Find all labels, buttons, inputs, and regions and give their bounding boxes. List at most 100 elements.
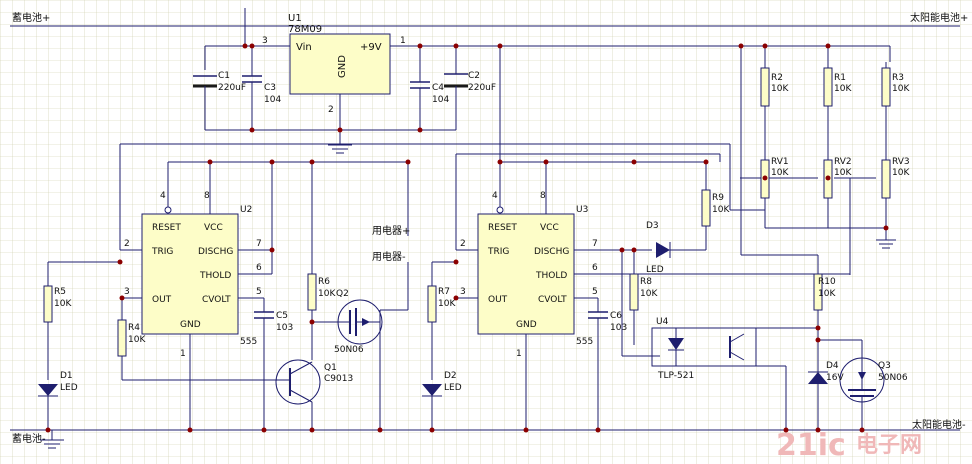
q2-value: 50N06 <box>334 345 364 355</box>
c3-value: 104 <box>264 95 281 105</box>
u3-part: 555 <box>576 337 593 347</box>
r7-value: 10K <box>438 299 456 309</box>
solar-positive-label: 太阳能电池+ <box>910 11 968 24</box>
c5-ref: C5 <box>276 311 288 321</box>
c1-ref: C1 <box>218 71 230 81</box>
u3-ref: U3 <box>576 205 588 215</box>
battery-positive-label: 蓄电池+ <box>12 11 50 24</box>
junction-dots <box>45 43 889 433</box>
solar-negative-label: 太阳能电池- <box>912 418 966 431</box>
u4-ref: U4 <box>656 317 669 327</box>
u3-pin7: 7 <box>592 239 598 249</box>
output-stage <box>651 254 885 430</box>
u3-pin3: 3 <box>460 287 466 297</box>
u1-part: 78M09 <box>288 24 322 35</box>
u3-pin5: 5 <box>592 287 598 297</box>
r2-value: 10K <box>771 84 789 94</box>
r2-ref: R2 <box>771 73 783 83</box>
u3-pin1: 1 <box>516 349 522 359</box>
c1-value: 220uF <box>218 83 246 93</box>
u3-gnd: GND <box>516 320 537 330</box>
u3-out: OUT <box>488 295 508 305</box>
u2-disch: DISCHG <box>198 247 233 257</box>
u3-pin6: 6 <box>592 263 598 273</box>
rv2-ref: RV2 <box>834 157 852 167</box>
r8-value: 10K <box>640 289 658 299</box>
rv1-value: 10K <box>771 168 789 178</box>
r3-ref: R3 <box>892 73 904 83</box>
u2-reset: RESET <box>152 223 181 233</box>
d4-ref: D4 <box>826 361 839 371</box>
u2-ref: U2 <box>240 205 252 215</box>
r10-ref: R10 <box>818 277 836 287</box>
u2-pin5: 5 <box>256 287 262 297</box>
r1-ref: R1 <box>834 73 846 83</box>
d2-value: LED <box>444 383 462 393</box>
c4-value: 104 <box>432 95 449 105</box>
u3-disch: DISCHG <box>534 247 569 257</box>
u2-vcc: VCC <box>204 223 223 233</box>
watermark-cn: 电子网 <box>856 433 922 458</box>
u3-pin4: 4 <box>492 191 498 201</box>
r4-ref: R4 <box>128 323 140 333</box>
d3-value: LED <box>646 265 664 275</box>
r5-ref: R5 <box>54 287 66 297</box>
r7-ref: R7 <box>438 287 450 297</box>
r9-value: 10K <box>712 205 730 215</box>
u3-pin2: 2 <box>460 239 466 249</box>
d2-ref: D2 <box>444 371 457 381</box>
u2-pin2: 2 <box>124 239 130 249</box>
d4-value: 16V <box>826 373 844 383</box>
rv3-value: 10K <box>892 168 910 178</box>
d1-value: LED <box>60 383 78 393</box>
d1-ref: D1 <box>60 371 73 381</box>
c6-value: 103 <box>610 323 627 333</box>
r10-value: 10K <box>818 289 836 299</box>
u1-pin3: 3 <box>262 36 268 46</box>
r6-ref: R6 <box>318 277 330 287</box>
u2-pin4: 4 <box>160 191 166 201</box>
u2-out: OUT <box>152 295 172 305</box>
u1-pin1: 1 <box>400 36 406 46</box>
c3-ref: C3 <box>264 83 276 93</box>
u2-pin6: 6 <box>256 263 262 273</box>
u3-trig: TRIG <box>487 247 509 257</box>
r5-value: 10K <box>54 299 72 309</box>
c5-value: 103 <box>276 323 293 333</box>
u3-thold: THOLD <box>535 271 567 281</box>
u2-trig: TRIG <box>151 247 173 257</box>
u1-gnd: GND <box>337 55 348 78</box>
u4-value: TLP-521 <box>657 371 694 381</box>
u2-pin3: 3 <box>124 287 130 297</box>
u2-thold: THOLD <box>199 271 231 281</box>
r1-value: 10K <box>834 84 852 94</box>
u1-vin: Vin <box>296 42 312 53</box>
watermark-brand: 21ic <box>776 428 846 463</box>
c2-value: 220uF <box>468 83 496 93</box>
regulator-u1 <box>193 8 468 154</box>
r8-ref: R8 <box>640 277 652 287</box>
u1-out: +9V <box>360 42 382 53</box>
c4-ref: C4 <box>432 83 444 93</box>
driver-stage <box>275 162 409 430</box>
u1-ref: U1 <box>288 13 302 24</box>
r3-value: 10K <box>892 84 910 94</box>
c6-ref: C6 <box>610 311 622 321</box>
r9-ref: R9 <box>712 193 724 203</box>
rv2-value: 10K <box>834 168 852 178</box>
q1-value: C9013 <box>324 374 353 384</box>
c2-ref: C2 <box>468 71 480 81</box>
u2-pin8: 8 <box>204 191 210 201</box>
r6-value: 10K <box>318 289 336 299</box>
u2-gnd: GND <box>180 320 201 330</box>
load-minus-label: 用电器- <box>372 250 406 263</box>
q2-ref: Q2 <box>336 289 349 299</box>
u3-pin8: 8 <box>540 191 546 201</box>
u3-vcc: VCC <box>540 223 559 233</box>
q3-ref: Q3 <box>878 361 891 371</box>
q3-value: 50N06 <box>878 373 908 383</box>
battery-negative-label: 蓄电池- <box>12 432 46 445</box>
timer-u2 <box>38 143 765 430</box>
u2-part: 555 <box>240 337 257 347</box>
